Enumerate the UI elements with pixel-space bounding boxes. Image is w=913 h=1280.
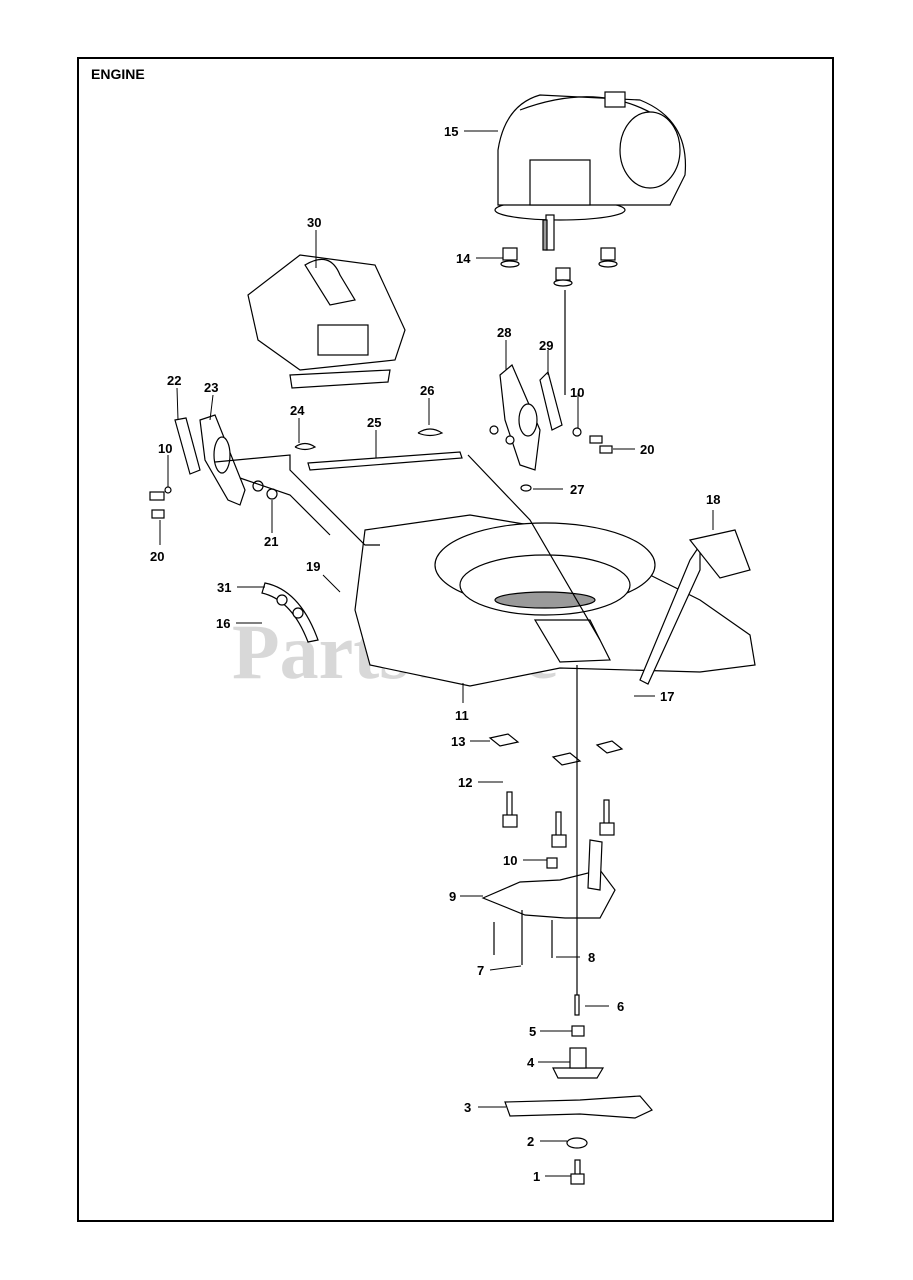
deck-bolts — [488, 733, 624, 848]
callout-3: 3 — [464, 1100, 471, 1115]
callout-15: 15 — [444, 124, 458, 139]
blade-adapter-bracket — [481, 839, 616, 919]
callout-25: 25 — [367, 415, 381, 430]
left-height-bracket — [174, 414, 246, 506]
callout-6: 6 — [617, 999, 624, 1014]
engine-part — [494, 91, 687, 251]
callout-21: 21 — [264, 534, 278, 549]
callout-18: 18 — [706, 492, 720, 507]
callout-13: 13 — [451, 734, 465, 749]
callout-5: 5 — [529, 1024, 536, 1039]
callout-23: 23 — [204, 380, 218, 395]
handle-grip-part — [639, 529, 751, 685]
engine-nuts — [500, 247, 618, 287]
callout-4: 4 — [527, 1055, 535, 1070]
axle-rod — [307, 451, 463, 471]
blade-bolt-parts — [566, 1137, 588, 1185]
adapter-screws — [493, 910, 553, 965]
springs — [294, 428, 444, 451]
callout-30: 30 — [307, 215, 321, 230]
engine-cover-part — [247, 254, 406, 389]
mower-blade-part — [504, 1095, 653, 1119]
callout-14: 14 — [456, 251, 471, 266]
callout-29: 29 — [539, 338, 553, 353]
callout-20-left: 20 — [150, 549, 164, 564]
callout-16: 16 — [216, 616, 230, 631]
callout-labels: 15 14 30 22 23 24 25 26 28 29 10 20 10 2… — [150, 124, 720, 1184]
callout-9: 9 — [449, 889, 456, 904]
callout-1: 1 — [533, 1169, 540, 1184]
assembly-guide-lines — [214, 290, 601, 995]
callout-8: 8 — [588, 950, 595, 965]
callout-26: 26 — [420, 383, 434, 398]
callout-10-top: 10 — [570, 385, 584, 400]
callout-28: 28 — [497, 325, 511, 340]
callout-31: 31 — [217, 580, 231, 595]
callout-12: 12 — [458, 775, 472, 790]
height-lever-part — [261, 582, 319, 643]
callout-20-right: 20 — [640, 442, 654, 457]
callout-24: 24 — [290, 403, 305, 418]
callout-19: 19 — [306, 559, 320, 574]
diagram-frame — [77, 57, 834, 1222]
callout-27: 27 — [570, 482, 584, 497]
callout-11: 11 — [455, 708, 469, 723]
callout-7: 7 — [477, 963, 484, 978]
callout-10-adapter: 10 — [503, 853, 517, 868]
callout-2: 2 — [527, 1134, 534, 1149]
leader-lines — [159, 130, 714, 1177]
callout-10-left: 10 — [158, 441, 172, 456]
callout-17: 17 — [660, 689, 674, 704]
diagram-title: ENGINE — [91, 66, 145, 82]
blade-hub-parts — [552, 994, 605, 1079]
right-height-bracket — [499, 364, 563, 471]
callout-22: 22 — [167, 373, 181, 388]
